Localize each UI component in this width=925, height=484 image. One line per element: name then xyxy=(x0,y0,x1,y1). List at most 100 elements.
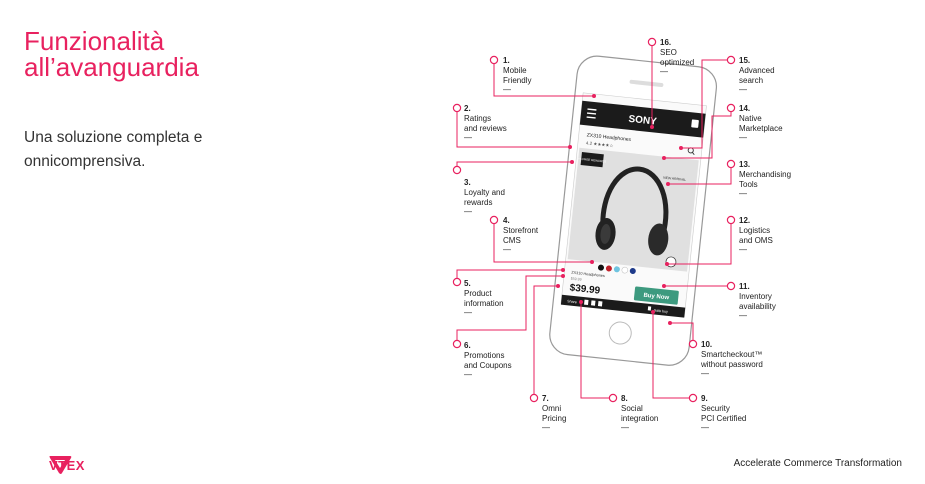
feature-number: 16. xyxy=(660,38,672,47)
feature-number: 3. xyxy=(464,178,471,187)
feature-number: 4. xyxy=(503,216,510,225)
feature-text: Advanced search xyxy=(739,66,775,85)
subtitle-line-2: onnicomprensiva. xyxy=(24,153,146,170)
mini-product-name: ZX310 Headphones xyxy=(571,271,605,279)
new-arrival-text: NEW ARRIVAL xyxy=(663,176,686,182)
feature-text: SEO optimized xyxy=(660,48,695,67)
phone-header xyxy=(579,100,706,138)
feature-dash: — xyxy=(542,423,550,432)
feature-text: Storefront CMS xyxy=(503,226,539,245)
buy-now-label: Buy Now xyxy=(643,293,669,302)
feature-3: 3. Loyalty and rewards — xyxy=(464,178,505,216)
feature-10: 10. Smartcheckout™ without password — xyxy=(701,340,763,378)
feature-number: 8. xyxy=(621,394,628,403)
feature-4: 4. Storefront CMS — xyxy=(503,216,538,254)
feature-dash: — xyxy=(660,67,668,76)
feature-dash: — xyxy=(503,245,511,254)
instagram-icon[interactable] xyxy=(590,300,596,306)
feature-15: 15. Advanced search — xyxy=(739,56,775,94)
feature-5: 5. Product information — xyxy=(464,279,504,317)
share-label: Share xyxy=(567,299,577,304)
vtex-logo-icon xyxy=(49,456,72,474)
title-line-1: Funzionalità xyxy=(24,26,165,56)
feature-text: Loyalty and rewards xyxy=(464,188,505,207)
facebook-icon[interactable] xyxy=(584,299,589,305)
feature-text: Mobile Friendly xyxy=(503,66,532,85)
feature-text: Inventory availability xyxy=(739,292,776,311)
rewards-badge xyxy=(580,152,604,168)
feature-dash: — xyxy=(464,308,472,317)
phone-product-name: ZX310 Headphones xyxy=(586,132,631,143)
brand-name: VTEX xyxy=(49,458,85,473)
feature-dash: — xyxy=(739,311,747,320)
product-price: $39.99 xyxy=(569,283,601,297)
feature-text: Security PCI Certified xyxy=(701,404,747,423)
feature-13: 13. Merchandising Tools — xyxy=(739,160,791,198)
connector-lines xyxy=(456,42,732,399)
connector-dots xyxy=(556,94,683,325)
feature-number: 15. xyxy=(739,56,751,65)
buy-now-button[interactable] xyxy=(633,286,679,305)
feature-dash: — xyxy=(621,423,629,432)
feature-number: 14. xyxy=(739,104,751,113)
feature-8: 8. Social integration — xyxy=(621,394,658,432)
feature-11: 11. Inventory availability — xyxy=(739,282,776,320)
feature-text: Logistics and OMS xyxy=(739,226,773,245)
feature-number: 13. xyxy=(739,160,751,169)
color-swatches[interactable] xyxy=(597,264,636,274)
feature-dash: — xyxy=(503,85,511,94)
feature-dash: — xyxy=(739,133,747,142)
feature-dash: — xyxy=(464,133,472,142)
phone-brand: SONY xyxy=(628,114,658,128)
rewards-badge-text: +5 FREE REWARDS xyxy=(578,157,607,164)
feature-6: 6. Promotions and Coupons — xyxy=(464,341,512,379)
label-circles xyxy=(452,37,736,403)
feature-dash: — xyxy=(701,423,709,432)
feature-number: 7. xyxy=(542,394,549,403)
feature-number: 9. xyxy=(701,394,708,403)
feature-dash: — xyxy=(739,85,747,94)
slide-subtitle: Una soluzione completa e onnicomprensiva… xyxy=(24,126,202,174)
feature-text: Ratings and reviews xyxy=(464,114,507,133)
feature-dash: — xyxy=(739,189,747,198)
feature-number: 12. xyxy=(739,216,751,225)
phone-mockup: SONY ZX310 Headphones 4.2 ★★★★☆ +5 FREE … xyxy=(549,55,718,366)
twitter-icon[interactable] xyxy=(597,301,603,307)
feature-2: 2. Ratings and reviews — xyxy=(464,104,507,142)
feature-text: Product information xyxy=(464,289,504,308)
feature-text: Promotions and Coupons xyxy=(464,351,512,370)
feature-number: 10. xyxy=(701,340,713,349)
feature-number: 5. xyxy=(464,279,471,288)
feature-7: 7. Omni Pricing — xyxy=(542,394,566,432)
menu-icon xyxy=(586,108,597,119)
feature-dash: — xyxy=(739,245,747,254)
feature-1: 1. Mobile Friendly — xyxy=(503,56,531,94)
feature-16: 16. SEO optimized — xyxy=(660,38,694,76)
feature-text: Merchandising Tools xyxy=(739,170,792,189)
feature-dash: — xyxy=(464,207,472,216)
phone-rating: 4.2 ★★★★☆ xyxy=(586,140,615,148)
feature-number: 2. xyxy=(464,104,471,113)
feature-12: 12. Logistics and OMS — xyxy=(739,216,773,254)
bag-icon xyxy=(691,119,699,128)
feature-number: 11. xyxy=(739,282,750,291)
safe-buy-label: Safe buy xyxy=(654,308,669,313)
title-line-2: all’avanguardia xyxy=(24,52,199,82)
feature-number: 1. xyxy=(503,56,510,65)
lock-icon xyxy=(647,306,652,311)
feature-9: 9. Security PCI Certified — xyxy=(701,394,746,432)
feature-text: Social integration xyxy=(621,404,659,423)
slide-title: Funzionalità all’avanguardia xyxy=(24,28,199,80)
footer-tagline: Accelerate Commerce Transformation xyxy=(733,458,902,469)
feature-14: 14. Native Marketplace — xyxy=(739,104,783,142)
old-price: $59.99 xyxy=(570,277,581,282)
headphones-image xyxy=(595,166,669,256)
product-image-area xyxy=(567,147,699,272)
feature-text: Smartcheckout™ without password xyxy=(701,350,763,369)
feature-dash: — xyxy=(464,370,472,379)
feature-text: Native Marketplace xyxy=(739,114,783,133)
subtitle-line-1: Una soluzione completa e xyxy=(24,129,203,146)
feature-text: Omni Pricing xyxy=(542,404,567,423)
feature-number: 6. xyxy=(464,341,471,350)
